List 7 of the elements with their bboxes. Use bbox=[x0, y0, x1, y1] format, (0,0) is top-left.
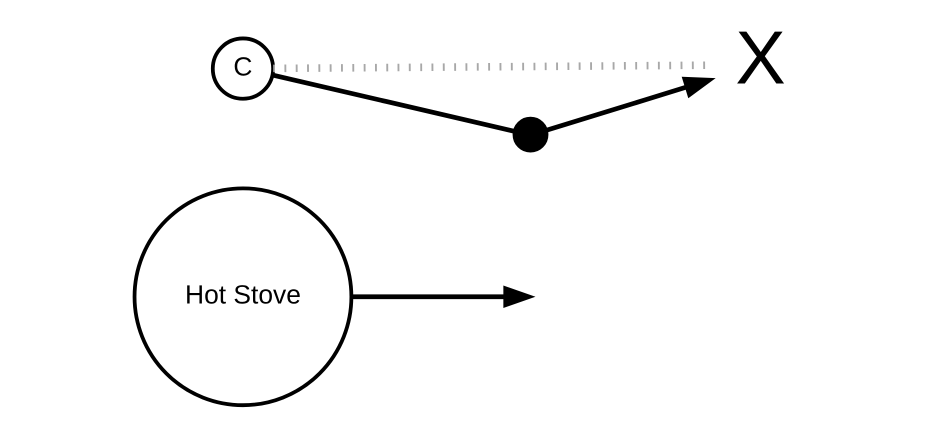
arrow bbox=[352, 286, 535, 308]
node-circle bbox=[512, 116, 548, 153]
arrow bbox=[546, 76, 716, 132]
connector bbox=[272, 72, 514, 134]
node-circle: Hot Stove bbox=[132, 186, 353, 408]
node-circle: C bbox=[210, 36, 275, 101]
node-text: X bbox=[734, 16, 786, 100]
